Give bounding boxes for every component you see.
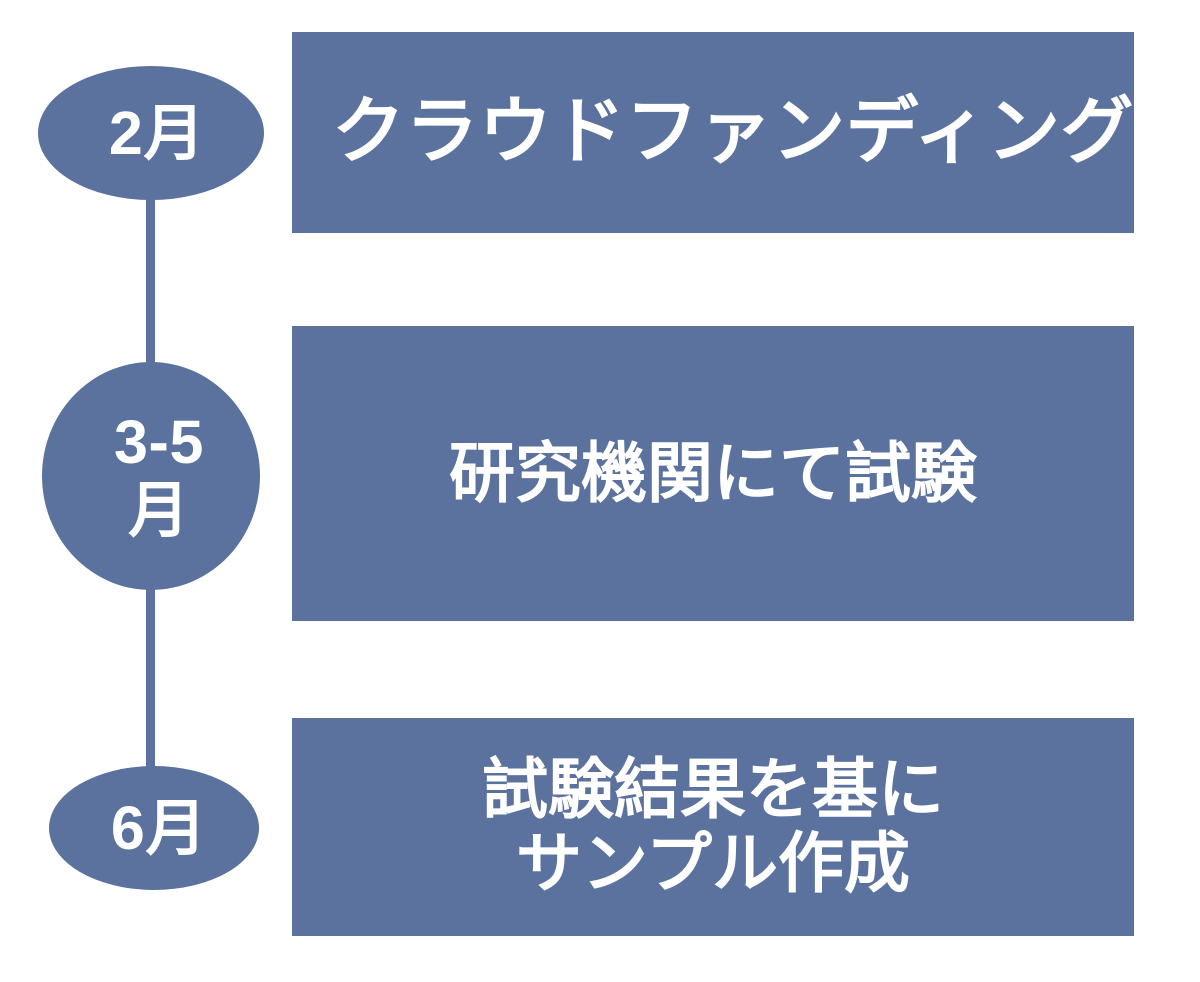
- timeline-content-crowdfunding: クラウドファンディング: [292, 32, 1134, 233]
- timeline-marker-label-march-may: 3-5 月: [114, 407, 204, 544]
- timeline-content-label-institution-test: 研究機関にて試験: [449, 435, 977, 510]
- timeline-connector-2: [146, 500, 155, 830]
- timeline-content-label-sample-creation: 試験結果を基に サンプル作成: [482, 752, 944, 900]
- timeline-content-institution-test: 研究機関にて試験: [292, 326, 1134, 621]
- timeline-connector-1: [146, 150, 155, 440]
- timeline-marker-february: 2月: [38, 66, 264, 200]
- timeline-content-label-crowdfunding: クラウドファンディング: [332, 91, 1134, 173]
- timeline-marker-march-may: 3-5 月: [42, 362, 260, 590]
- timeline-marker-label-february: 2月: [108, 98, 206, 167]
- timeline-marker-label-june: 6月: [110, 793, 208, 862]
- timeline-content-sample-creation: 試験結果を基に サンプル作成: [292, 718, 1134, 936]
- timeline-marker-june: 6月: [49, 766, 259, 890]
